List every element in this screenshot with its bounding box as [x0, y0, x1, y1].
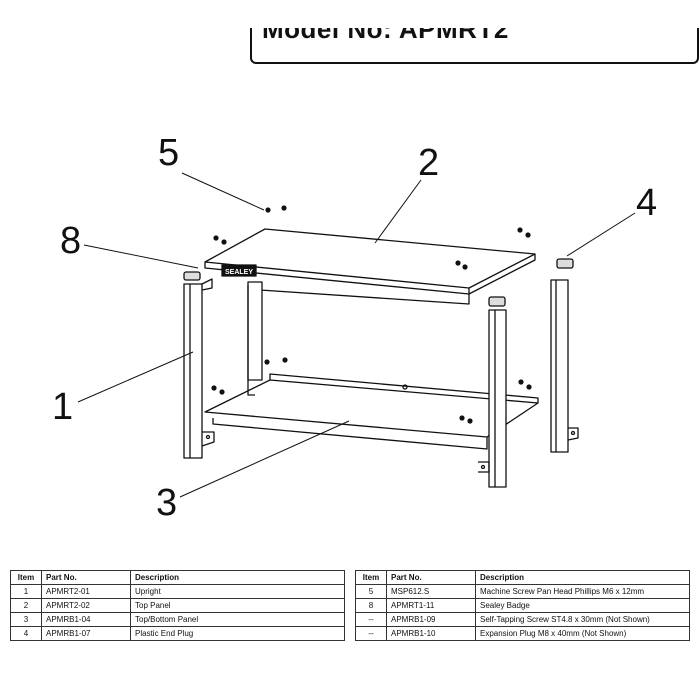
upright-back-left — [247, 281, 263, 396]
cell-description: Top Panel — [130, 598, 345, 613]
cell-item: 8 — [355, 598, 387, 613]
cell-item: 4 — [10, 626, 42, 641]
cell-item: 2 — [10, 598, 42, 613]
cell-part-no: APMRB1-09 — [386, 612, 476, 627]
callout-3: 3 — [156, 482, 178, 524]
col-header-part-no: Part No. — [41, 570, 131, 585]
callout-8: 8 — [60, 220, 82, 262]
cell-description: Plastic End Plug — [130, 626, 345, 641]
table-row: -- APMRB1-10 Expansion Plug M8 x 40mm (N… — [355, 626, 690, 641]
table-row: 5 MSP612.S Machine Screw Pan Head Philli… — [355, 584, 690, 599]
cell-description: Upright — [130, 584, 345, 599]
exploded-diagram: SEALEY — [77, 172, 636, 498]
model-header-box: Model No: APMRT2 — [250, 28, 699, 64]
callout-5: 5 — [158, 132, 180, 174]
callout-4: 4 — [636, 182, 658, 224]
cell-part-no: APMRB1-10 — [386, 626, 476, 641]
sealey-badge: SEALEY — [221, 264, 257, 277]
upright-back-right — [550, 258, 579, 453]
cell-part-no: APMRT1-11 — [386, 598, 476, 613]
parts-table-right: Item Part No. Description 5 MSP612.S Mac… — [355, 570, 690, 641]
parts-table-left: Item Part No. Description 1 APMRT2-01 Up… — [10, 570, 345, 641]
cell-item: 1 — [10, 584, 42, 599]
badge-text: SEALEY — [225, 269, 253, 276]
cell-part-no: MSP612.S — [386, 584, 476, 599]
table-row: 2 APMRT2-02 Top Panel — [10, 598, 345, 613]
cell-description: Self-Tapping Screw ST4.8 x 30mm (Not Sho… — [475, 612, 690, 627]
cell-item: -- — [355, 612, 387, 627]
callout-2: 2 — [418, 142, 440, 184]
table-header-row: Item Part No. Description — [10, 570, 345, 585]
cell-description: Expansion Plug M8 x 40mm (Not Shown) — [475, 626, 690, 641]
col-header-part-no: Part No. — [386, 570, 476, 585]
col-header-description: Description — [130, 570, 345, 585]
screws — [211, 205, 532, 424]
table-header-row: Item Part No. Description — [355, 570, 690, 585]
top-panel — [204, 228, 536, 305]
table-row: 4 APMRB1-07 Plastic End Plug — [10, 626, 345, 641]
cell-item: -- — [355, 626, 387, 641]
upright-front-left — [183, 271, 215, 459]
table-row: -- APMRB1-09 Self-Tapping Screw ST4.8 x … — [355, 612, 690, 627]
table-row: 3 APMRB1-04 Top/Bottom Panel — [10, 612, 345, 627]
cell-part-no: APMRT2-02 — [41, 598, 131, 613]
cell-part-no: APMRB1-04 — [41, 612, 131, 627]
col-header-description: Description — [475, 570, 690, 585]
model-number: Model No: APMRT2 — [262, 28, 509, 44]
col-header-item: Item — [10, 570, 42, 585]
cell-description: Machine Screw Pan Head Phillips M6 x 12m… — [475, 584, 690, 599]
col-header-item: Item — [355, 570, 387, 585]
table-row: 8 APMRT1-11 Sealey Badge — [355, 598, 690, 613]
bottom-panel — [204, 373, 539, 450]
cell-description: Top/Bottom Panel — [130, 612, 345, 627]
cell-description: Sealey Badge — [475, 598, 690, 613]
callout-1: 1 — [52, 386, 74, 428]
cell-item: 5 — [355, 584, 387, 599]
leader-lines — [77, 172, 636, 498]
upright-front-right — [478, 296, 507, 488]
cell-part-no: APMRT2-01 — [41, 584, 131, 599]
cell-item: 3 — [10, 612, 42, 627]
cell-part-no: APMRB1-07 — [41, 626, 131, 641]
table-row: 1 APMRT2-01 Upright — [10, 584, 345, 599]
